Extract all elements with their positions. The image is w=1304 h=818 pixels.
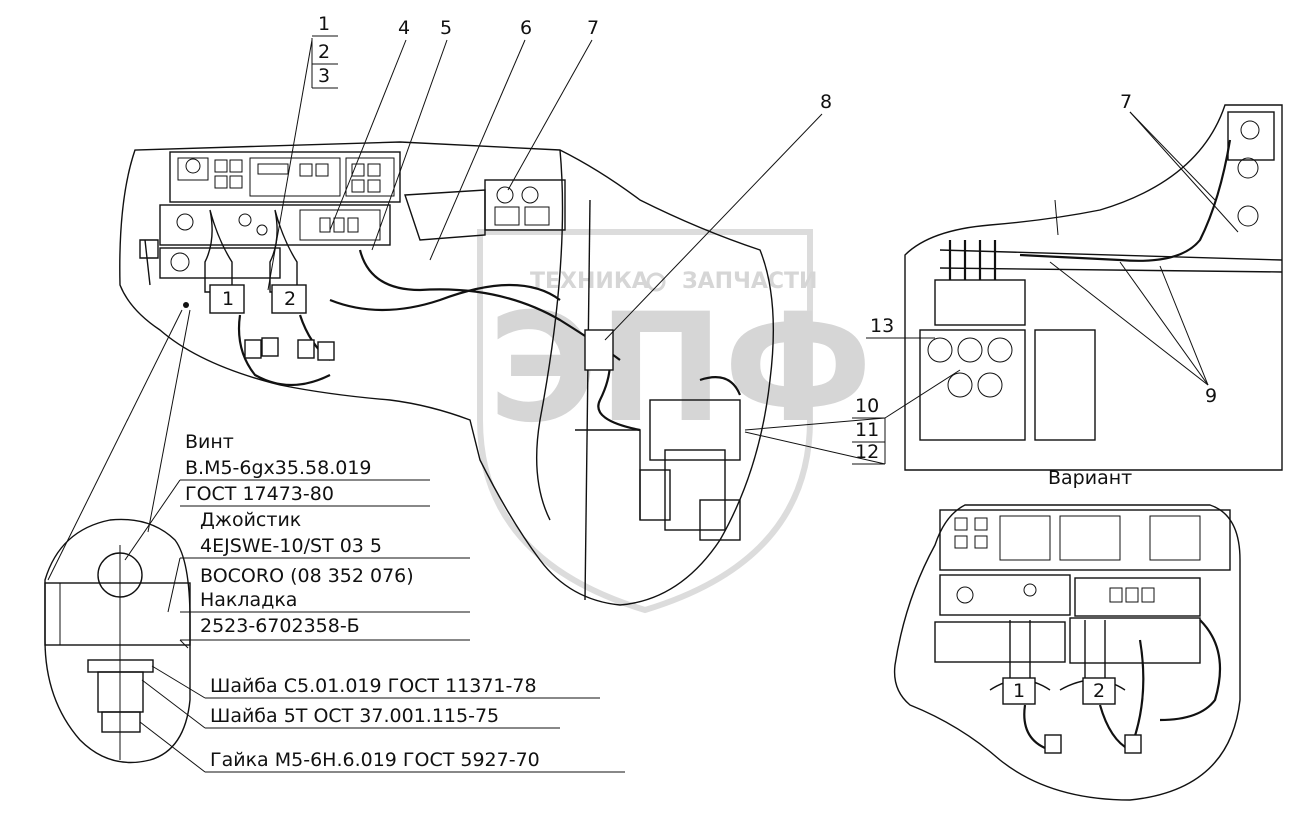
detail-view [44, 302, 191, 764]
part-joystick-maker: BOCORO (08 352 076) [200, 565, 414, 587]
joystick-2-label: 2 [284, 288, 296, 310]
main-cabin-view: 1 2 [119, 141, 775, 606]
part-screw-title: Винт [185, 431, 234, 453]
valve-block-view: 13 10 11 12 7 9 [744, 91, 1283, 471]
callout-4: 4 [398, 17, 410, 39]
callout-9: 9 [1205, 385, 1217, 407]
variant-view: Вариант 1 2 [893, 467, 1241, 801]
joystick-1-label: 1 [222, 288, 234, 310]
main-callouts: 1 2 3 4 5 6 7 8 [267, 13, 832, 341]
variant-joystick-1-plate [1002, 677, 1036, 705]
callout-12: 12 [855, 441, 879, 463]
callout-7: 7 [587, 17, 599, 39]
watermark: ТЕХНИКА ЗАПЧАСТИ ЭПФ [477, 229, 872, 614]
variant-joystick-2-plate [1082, 677, 1116, 705]
gear-icon [646, 272, 666, 292]
part-nut: Гайка М5-6Н.6.019 ГОСТ 5927-70 [210, 749, 540, 771]
joystick-2-plate [271, 284, 307, 314]
callout-3: 3 [318, 65, 330, 87]
watermark-logo: ЭПФ [488, 282, 872, 456]
part-washer-1: Шайба С5.01.019 ГОСТ 11371-78 [210, 675, 537, 697]
part-joystick-code: 4EJSWE-10/ST 03 5 [200, 535, 382, 557]
part-cover-title: Накладка [200, 589, 297, 611]
callout-8: 8 [820, 91, 832, 113]
part-cover-code: 2523-6702358-Б [200, 615, 360, 637]
variant-joystick-2-label: 2 [1093, 680, 1105, 702]
parts-list: Винт В.М5-6gx35.58.019 ГОСТ 17473-80 Джо… [124, 431, 625, 773]
callout-13: 13 [870, 315, 894, 337]
callout-2: 2 [318, 41, 330, 63]
callout-1: 1 [318, 13, 330, 35]
part-screw-code: В.М5-6gx35.58.019 [185, 457, 372, 479]
callout-7-right: 7 [1120, 91, 1132, 113]
callout-5: 5 [440, 17, 452, 39]
joystick-1-plate [209, 284, 245, 314]
callout-10: 10 [855, 395, 879, 417]
part-joystick-title: Джойстик [200, 509, 301, 531]
callout-6: 6 [520, 17, 532, 39]
part-washer-2: Шайба 5Т ОСТ 37.001.115-75 [210, 705, 499, 727]
callout-11: 11 [855, 419, 879, 441]
watermark-brand-right: ЗАПЧАСТИ [682, 269, 817, 294]
variant-joystick-1-label: 1 [1013, 680, 1025, 702]
part-screw-standard: ГОСТ 17473-80 [185, 483, 334, 505]
variant-title: Вариант [1048, 467, 1132, 489]
